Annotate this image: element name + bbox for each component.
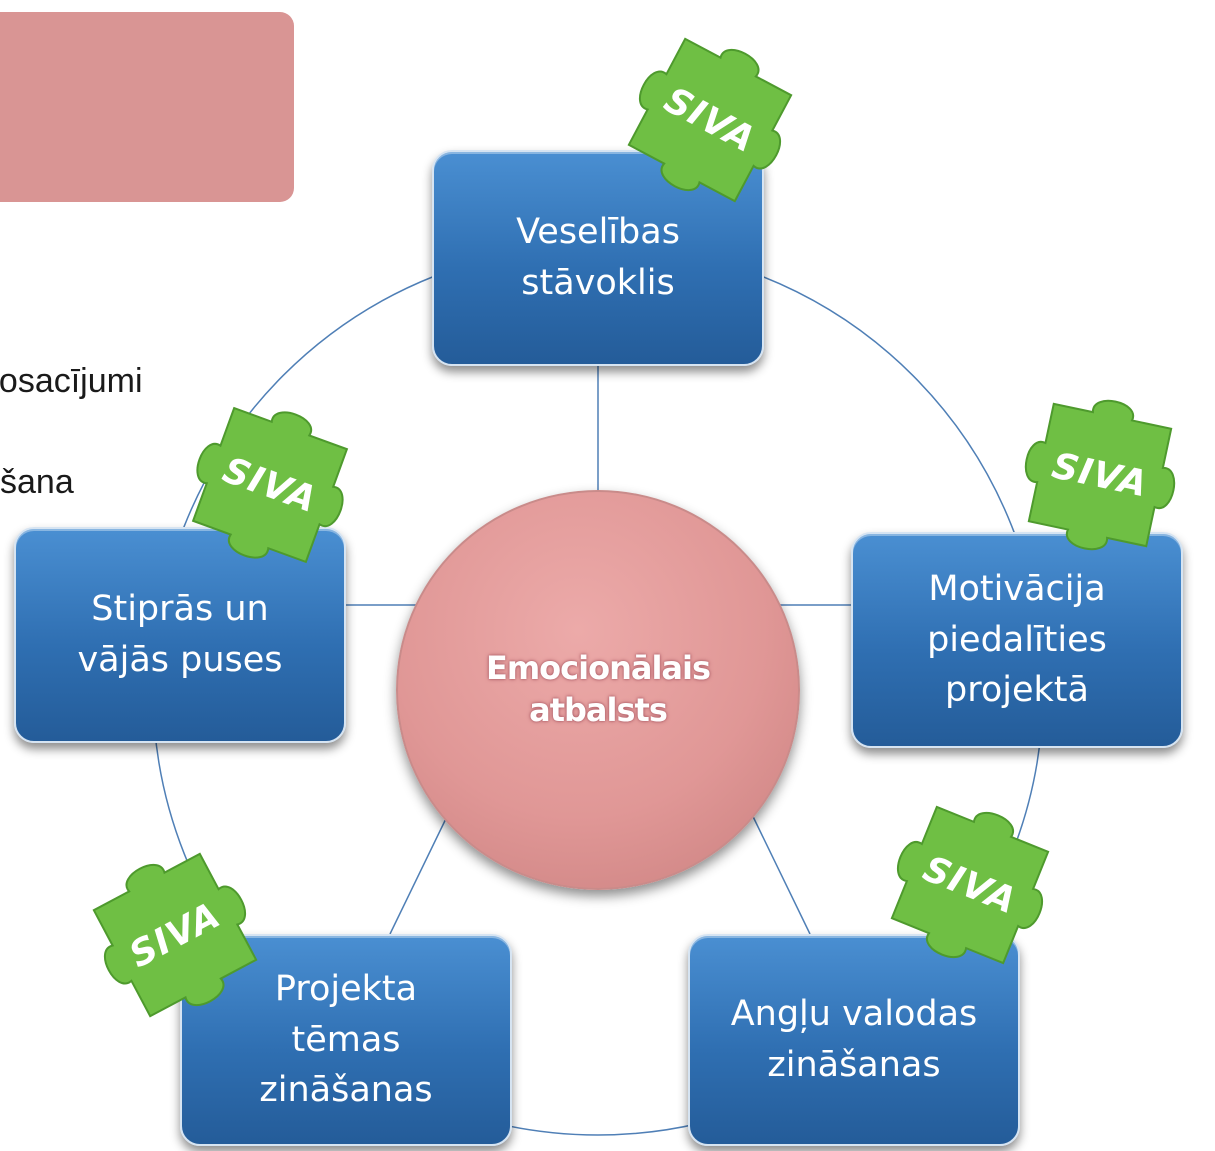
node-label: Angļu valodas zināšanas (730, 994, 978, 1085)
node-label: Motivācija piedalīties projektā (927, 568, 1107, 711)
spoke-bottom-right (744, 799, 811, 935)
center-node: Emocionālais atbalsts (396, 490, 800, 890)
background-text-2: šana (0, 463, 74, 501)
puzzle-label: SIVA (1048, 444, 1152, 506)
center-label: Emocionālais atbalsts (485, 649, 711, 729)
node-stipras: Stiprās un vājās puses (14, 527, 346, 743)
puzzle-piece-icon: SIVA (588, 0, 831, 242)
puzzle-piece-icon: SIVA (993, 368, 1206, 581)
node-label: Veselības stāvoklis (516, 212, 680, 303)
puzzle-piece-icon: SIVA (155, 370, 386, 601)
node-anglu: Angļu valodas zināšanas (688, 934, 1020, 1146)
puzzle-piece-icon: SIVA (853, 768, 1087, 1002)
node-label: Projekta tēmas zināšanas (259, 968, 433, 1111)
node-label: Stiprās un vājās puses (77, 589, 283, 680)
background-text-1: nosacījumi (0, 362, 143, 400)
node-motivacija: Motivācija piedalīties projektā (851, 532, 1183, 748)
puzzle-piece-icon: SIVA (53, 813, 296, 1056)
title-banner (0, 12, 294, 202)
spoke-bottom-left (389, 799, 456, 935)
